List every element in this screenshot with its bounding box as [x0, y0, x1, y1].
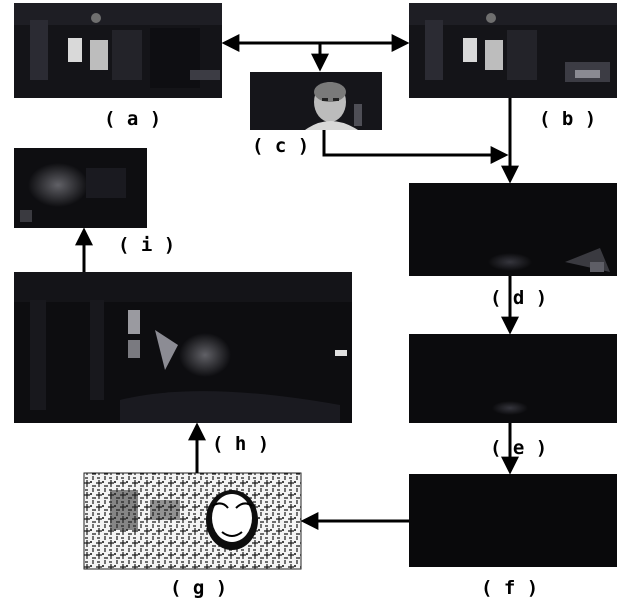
panel-i: ( i ): [14, 148, 175, 256]
arrow-c-to-d: [322, 130, 509, 164]
image-f: [409, 474, 617, 567]
panel-e: ( e ): [409, 334, 617, 459]
label-i: ( i ): [118, 234, 175, 256]
panel-a: ( a ): [14, 3, 222, 130]
label-d: ( d ): [490, 287, 547, 309]
panel-b: ( b ): [409, 3, 617, 130]
flow-arrows: [75, 34, 519, 530]
label-h: ( h ): [212, 433, 269, 455]
label-c: ( c ): [252, 135, 309, 157]
panel-c: ( c ): [250, 72, 382, 157]
label-a: ( a ): [104, 108, 161, 130]
label-f: ( f ): [481, 577, 538, 599]
label-e: ( e ): [490, 437, 547, 459]
label-b: ( b ): [539, 108, 596, 130]
panel-h: ( h ): [14, 272, 352, 455]
panel-f: ( f ): [409, 474, 617, 599]
panel-d: ( d ): [409, 183, 617, 309]
panel-g: ( g ): [83, 472, 302, 599]
label-g: ( g ): [170, 577, 227, 599]
